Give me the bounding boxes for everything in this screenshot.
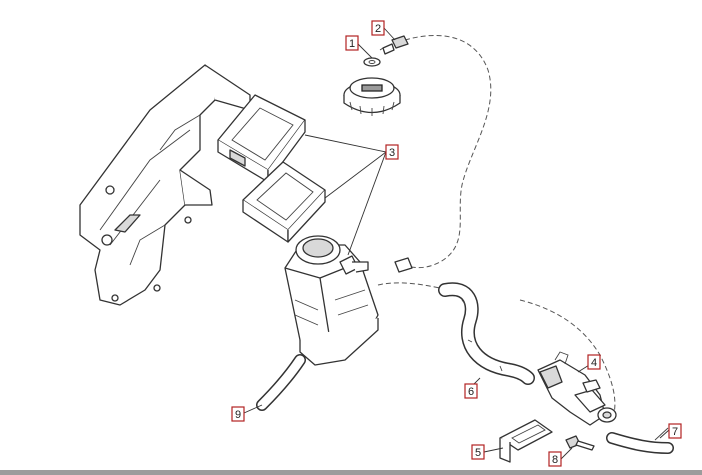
callout-3: 3 (385, 144, 399, 160)
evap-canister (284, 235, 379, 366)
valve-bracket-clip (499, 419, 553, 463)
callout-8-label: 8 (552, 454, 558, 466)
callout-8: 8 (548, 451, 562, 467)
drain-hose (256, 354, 306, 411)
callout-7: 7 (668, 423, 682, 439)
washer (363, 57, 381, 67)
mounting-bracket (79, 64, 251, 306)
screw (565, 435, 595, 451)
callout-6: 6 (464, 383, 478, 399)
leader-lines (243, 27, 670, 460)
filter-pad-lower (242, 161, 326, 243)
breather-hose (438, 282, 535, 385)
vent-hose-upper (404, 34, 492, 269)
callout-4: 4 (587, 354, 601, 370)
bolt (379, 35, 409, 55)
callout-5: 5 (471, 444, 485, 460)
callout-5-label: 5 (475, 447, 481, 459)
callout-3-label: 3 (389, 147, 395, 159)
callout-1: 1 (345, 35, 359, 51)
canister-vent-stub (394, 257, 413, 273)
callout-2-label: 2 (375, 23, 381, 35)
callout-4-label: 4 (591, 357, 597, 369)
fuel-cap (343, 77, 401, 116)
callout-1-label: 1 (349, 38, 355, 50)
callout-9: 9 (231, 406, 245, 422)
callout-6-label: 6 (468, 386, 474, 398)
callout-7-label: 7 (672, 426, 678, 438)
bottom-bar (0, 470, 702, 475)
outlet-hose (606, 427, 674, 454)
callout-9-label: 9 (235, 409, 241, 421)
filter-pad-upper (217, 94, 306, 183)
callout-2: 2 (371, 20, 385, 36)
purge-valve (537, 351, 617, 426)
vent-hose-lower (377, 282, 441, 289)
